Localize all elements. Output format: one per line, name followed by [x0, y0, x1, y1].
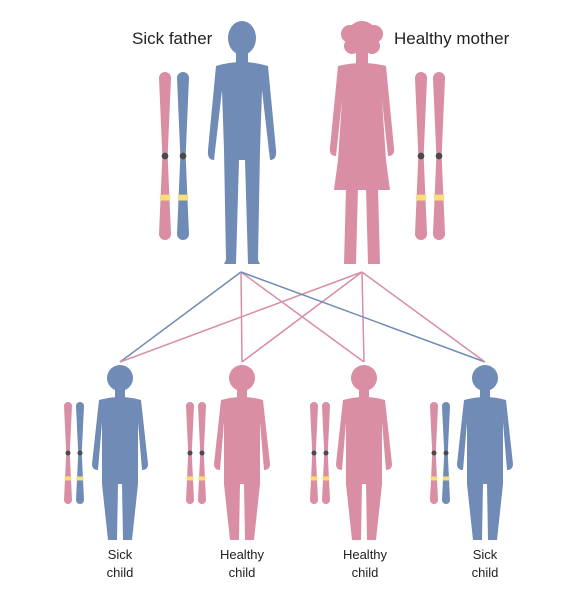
child2-silhouette: [214, 365, 270, 540]
mother-silhouette: [329, 21, 395, 264]
child1-silhouette: [92, 365, 148, 540]
child-4-status: Sick: [472, 547, 498, 562]
father-chromosome-2: [177, 72, 189, 240]
inheritance-lines: [119, 271, 486, 363]
child-4-word: child: [471, 565, 499, 580]
child4-silhouette: [457, 365, 513, 540]
mother-chromosome-1: [415, 72, 427, 240]
child-1-status: Sick: [107, 547, 133, 562]
child-2-word: child: [228, 565, 256, 580]
mother-chromosome-2: [433, 72, 445, 240]
father-line-4: [240, 271, 486, 363]
father-line-3: [240, 271, 365, 363]
child-4-label: Sick child: [445, 546, 525, 582]
father-chromosome-1: [159, 72, 171, 240]
father-label: Sick father: [132, 29, 213, 48]
child3-silhouette: [336, 365, 392, 540]
child4-chromosome-2: [442, 402, 450, 504]
child-3-label: Healthy child: [325, 546, 405, 582]
child-3-word: child: [351, 565, 379, 580]
child2-chromosome-2: [198, 402, 206, 504]
father-line-1: [119, 271, 242, 363]
child4-chromosome-1: [430, 402, 438, 504]
child-2-label: Healthy child: [202, 546, 282, 582]
child3-chromosome-1: [310, 402, 318, 504]
mother-label: Healthy mother: [394, 29, 510, 48]
mother-line-4: [361, 271, 486, 363]
child1-chromosome-2: [76, 402, 84, 504]
child-3-status: Healthy: [342, 547, 388, 562]
child3-chromosome-2: [322, 402, 330, 504]
child-1-label: Sick child: [80, 546, 160, 582]
people: [92, 21, 513, 540]
father-line-2: [240, 271, 243, 363]
child1-chromosome-1: [64, 402, 72, 504]
father-silhouette: [207, 21, 277, 264]
child-1-word: child: [106, 565, 134, 580]
chromosomes: [64, 72, 450, 504]
child-2-status: Healthy: [219, 547, 265, 562]
child2-chromosome-1: [186, 402, 194, 504]
